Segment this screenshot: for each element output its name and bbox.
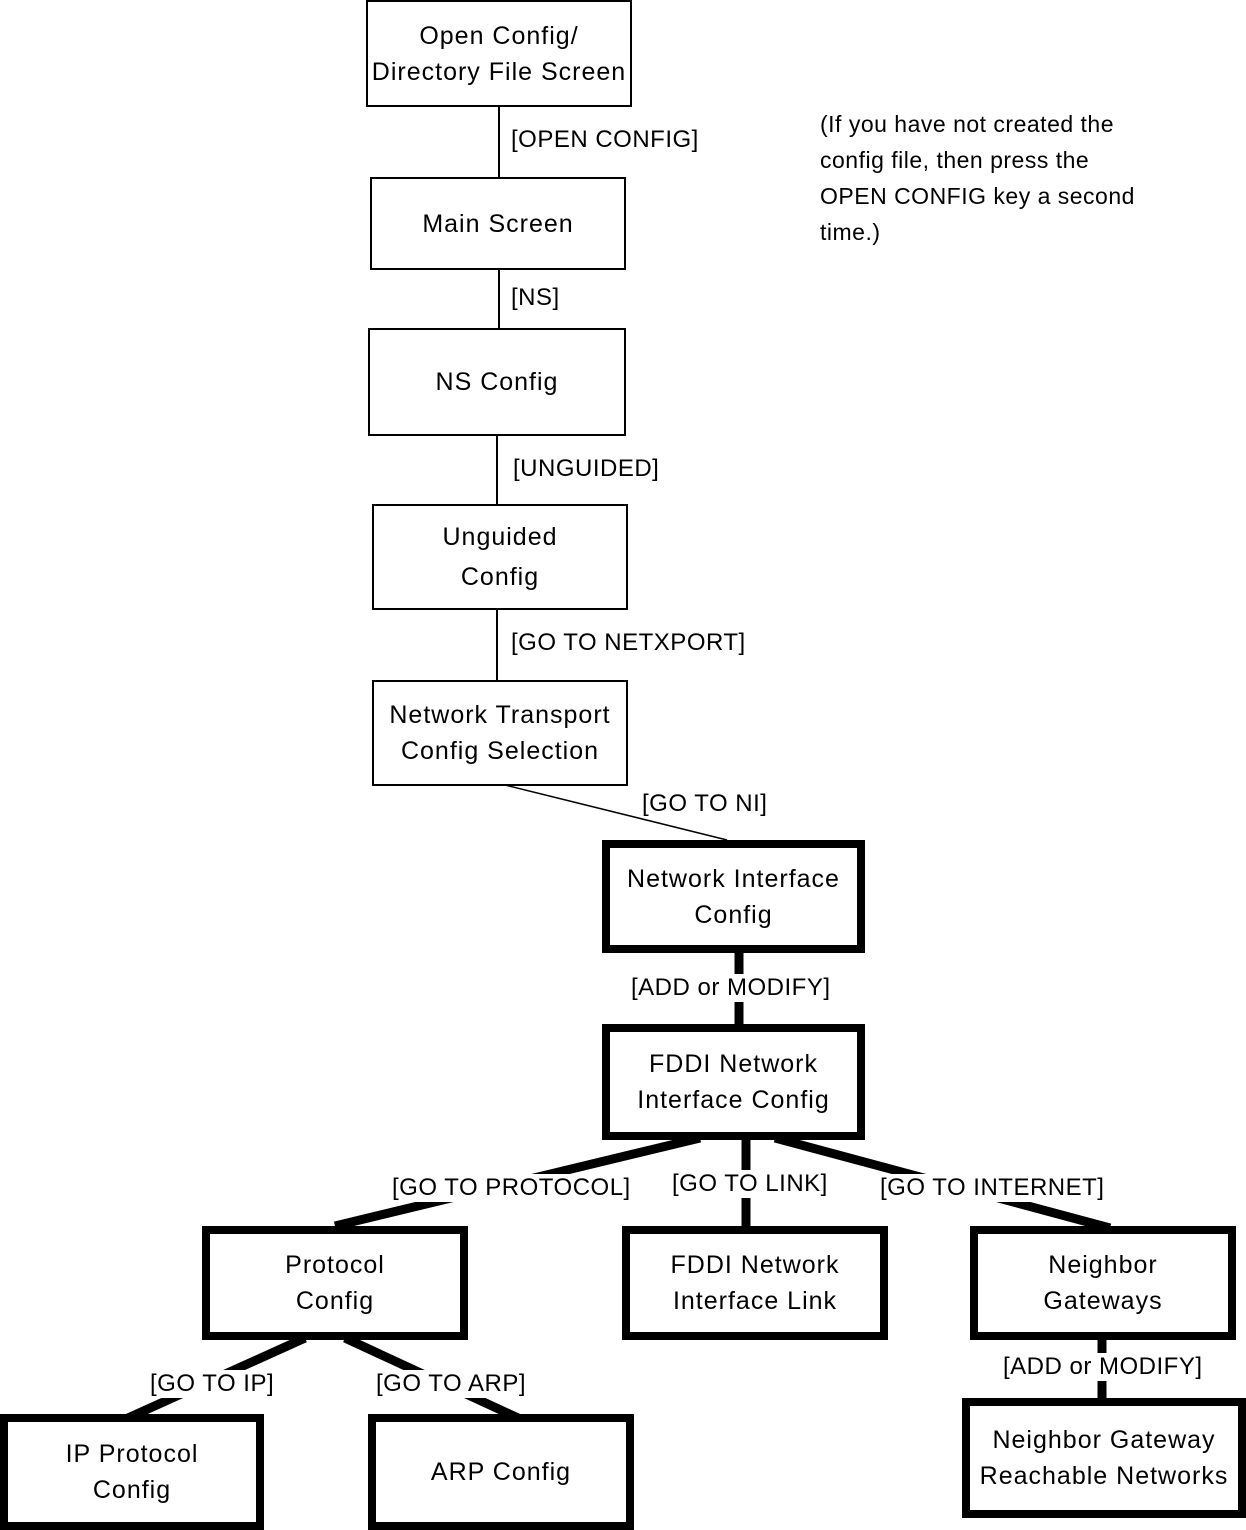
box-arp-config: ARP Config xyxy=(368,1414,634,1530)
box-ns-config: NS Config xyxy=(368,328,626,436)
label-add-modify-neighbor: [ADD or MODIFY] xyxy=(1003,1353,1203,1381)
box-network-transport-line-1: Network Transport xyxy=(389,701,611,729)
note-line-1: (If you have not created the xyxy=(820,111,1115,137)
label-add-modify-ni: [ADD or MODIFY] xyxy=(631,974,831,1002)
box-main-screen: Main Screen xyxy=(370,177,626,270)
label-go-arp: [GO TO ARP] xyxy=(376,1370,526,1398)
box-ns-config-line-1: NS Config xyxy=(435,368,559,396)
label-go-internet: [GO TO INTERNET] xyxy=(880,1174,1105,1202)
box-network-interface-line-1: Network Interface xyxy=(627,864,840,893)
box-neighbor-line-2: Gateways xyxy=(1043,1287,1163,1315)
label-go-link: [GO TO LINK] xyxy=(672,1170,828,1198)
note-open-config: (If you have not created the config file… xyxy=(820,106,1135,250)
box-neighbor-reach-line-1: Neighbor Gateway xyxy=(992,1426,1216,1454)
box-protocol-config: Protocol Config xyxy=(202,1226,468,1340)
box-open-config-line-1: Open Config/ xyxy=(419,21,579,50)
box-ip-protocol: IP Protocol Config xyxy=(0,1414,264,1530)
box-neighbor-gateways: Neighbor Gateways xyxy=(970,1226,1236,1340)
box-unguided-line-2: Config xyxy=(460,563,540,591)
label-unguided: [UNGUIDED] xyxy=(513,455,660,482)
note-line-3: OPEN CONFIG key a second xyxy=(820,183,1135,209)
box-fddi-link-line-1: FDDI Network xyxy=(670,1251,840,1279)
box-fddi-ni-line-2: Interface Config xyxy=(637,1086,830,1114)
box-open-config: Open Config/ Directory File Screen xyxy=(366,0,632,107)
label-go-ni: [GO TO NI] xyxy=(642,790,768,817)
box-neighbor-reachable: Neighbor Gateway Reachable Networks xyxy=(962,1398,1246,1518)
box-arp-line-1: ARP Config xyxy=(430,1458,572,1486)
box-ip-protocol-line-2: Config xyxy=(92,1476,172,1504)
box-unguided-config: Unguided Config xyxy=(372,504,628,610)
box-unguided-line-1: Unguided xyxy=(442,523,558,551)
label-go-protocol: [GO TO PROTOCOL] xyxy=(392,1174,631,1202)
box-protocol-line-1: Protocol xyxy=(285,1251,385,1279)
box-neighbor-reach-line-2: Reachable Networks xyxy=(979,1462,1229,1490)
note-line-4: time.) xyxy=(820,219,881,245)
box-fddi-network-interface: FDDI Network Interface Config xyxy=(602,1024,865,1140)
box-open-config-line-2: Directory File Screen xyxy=(371,57,627,86)
box-ip-protocol-line-1: IP Protocol xyxy=(65,1440,199,1468)
box-network-interface-line-2: Config xyxy=(694,900,773,929)
box-network-transport-line-2: Config Selection xyxy=(400,737,600,765)
label-go-netxport: [GO TO NETXPORT] xyxy=(511,629,746,656)
box-fddi-ni-line-1: FDDI Network xyxy=(649,1050,818,1078)
note-line-2: config file, then press the xyxy=(820,147,1090,173)
box-network-transport: Network Transport Config Selection xyxy=(372,680,628,786)
connector-transport-ni xyxy=(504,784,728,841)
box-neighbor-line-1: Neighbor xyxy=(1048,1251,1158,1279)
box-main-screen-line-1: Main Screen xyxy=(422,209,574,238)
box-network-interface: Network Interface Config xyxy=(602,840,865,953)
label-ns: [NS] xyxy=(511,284,560,311)
box-fddi-link-line-2: Interface Link xyxy=(672,1287,838,1315)
box-fddi-link: FDDI Network Interface Link xyxy=(622,1226,888,1340)
label-go-ip: [GO TO IP] xyxy=(150,1370,275,1398)
box-protocol-line-2: Config xyxy=(295,1287,375,1315)
label-open-config: [OPEN CONFIG] xyxy=(511,126,699,153)
